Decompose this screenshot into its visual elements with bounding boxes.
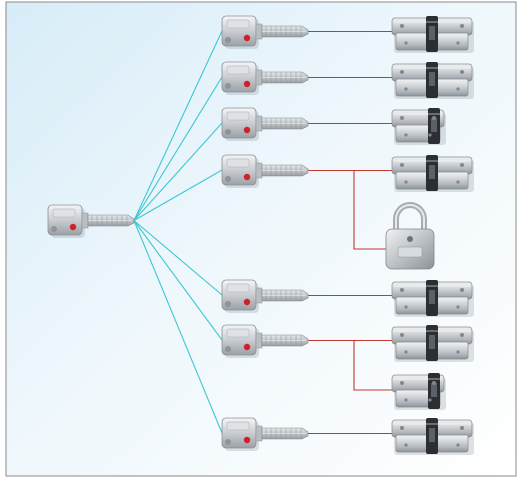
master-link-key-2 [133, 76, 223, 221]
lock-3-cylinder-icon [391, 108, 446, 145]
red-dot-icon [243, 343, 251, 351]
red-dot-icon [243, 436, 251, 444]
master-link-key-1 [133, 30, 223, 221]
key-6-icon [221, 324, 309, 358]
lock-6-cylinder-icon [391, 280, 474, 317]
red-dot-icon [243, 298, 251, 306]
master-link-key-4 [133, 169, 223, 221]
master-links [133, 30, 223, 434]
lock-2-cylinder-icon [391, 62, 474, 99]
lock-link-lock-8 [353, 340, 392, 391]
master-link-key-5 [133, 220, 223, 296]
key-2-icon [221, 61, 309, 95]
red-dot-icon [69, 223, 77, 231]
red-dot-icon [243, 34, 251, 42]
lock-9-cylinder-icon [391, 418, 474, 455]
master-link-key-7 [133, 220, 223, 434]
cylinder-links [308, 30, 392, 435]
red-dot-icon [243, 126, 251, 134]
key-3-icon [221, 107, 309, 141]
key-7-icon [221, 417, 309, 451]
key-1-icon [221, 15, 309, 49]
lock-8-cylinder-icon [391, 373, 446, 410]
red-dot-icon [243, 173, 251, 181]
lock-4-cylinder-icon [391, 155, 474, 192]
lock-1-cylinder-icon [391, 16, 474, 53]
master-link-key-6 [133, 220, 223, 341]
locks-layer [385, 16, 474, 455]
master-link-key-3 [133, 122, 223, 221]
master-key-icon [47, 204, 135, 238]
lock-5-padlock-icon [385, 202, 435, 270]
key-5-icon [221, 279, 309, 313]
keys-layer [47, 15, 309, 451]
red-dot-icon [243, 80, 251, 88]
key-4-icon [221, 154, 309, 188]
lock-link-lock-5 [353, 170, 386, 250]
lock-7-cylinder-icon [391, 325, 474, 362]
